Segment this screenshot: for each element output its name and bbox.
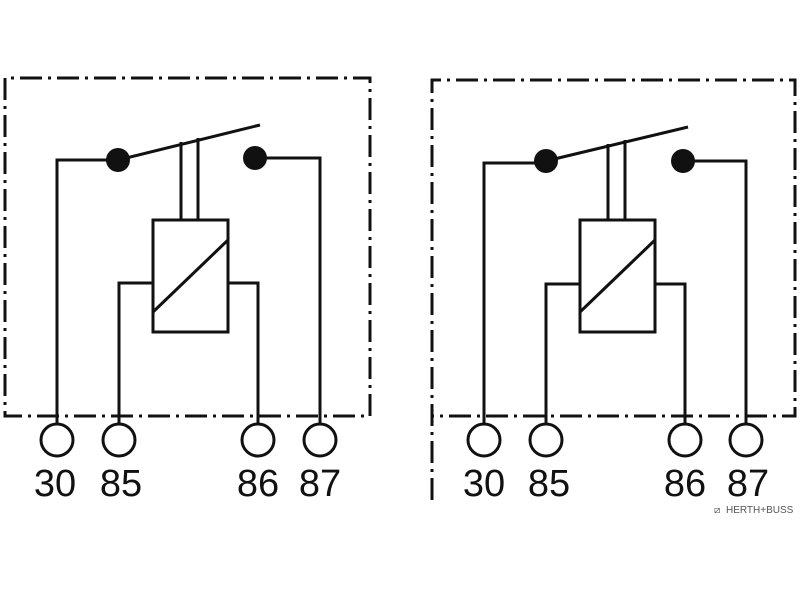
relay-1-normally-open-contact xyxy=(243,146,267,170)
relay-1-housing-outline xyxy=(3,76,372,418)
relay-diagram-2: 30 85 86 87 xyxy=(430,78,797,505)
relay-2-pin-85-label: 85 xyxy=(528,463,570,505)
relay-2-coil-diagonal xyxy=(578,238,657,314)
relay-1-pin-30-label: 30 xyxy=(34,463,76,505)
relay-2-pin-30-terminal xyxy=(466,422,502,458)
relay-2-pin-86-label: 86 xyxy=(664,463,706,505)
relay-1-wire-pin-86 xyxy=(228,281,260,425)
brand-watermark: ⧄ HERTH+BUSS xyxy=(714,505,794,516)
relay-2-housing-outline xyxy=(430,78,797,500)
relay-1-wire-pin-87 xyxy=(255,156,322,425)
relay-diagram-1: 30 85 86 87 xyxy=(3,76,372,505)
relay-1-coil-diagonal xyxy=(151,238,230,314)
relay-1-switch-arm xyxy=(117,123,261,162)
relay-1-pin-85-terminal xyxy=(101,422,137,458)
relay-1-pin-30-terminal xyxy=(39,422,75,458)
relay-2-common-contact xyxy=(534,149,558,173)
relay-1-actuator-link xyxy=(179,138,200,220)
relay-1-wire-pin-30 xyxy=(55,158,120,425)
relay-1-pin-86-label: 86 xyxy=(237,463,279,505)
relay-1-common-contact xyxy=(106,148,130,172)
relay-2-pin-86-terminal xyxy=(667,422,703,458)
relay-2-pin-85-terminal xyxy=(528,422,564,458)
relay-2-wire-pin-86 xyxy=(655,282,687,425)
relay-2-normally-open-contact xyxy=(671,149,695,173)
relay-1-pin-86-terminal xyxy=(240,422,276,458)
relay-1-wire-pin-85 xyxy=(117,281,153,425)
relay-1-pin-85-label: 85 xyxy=(100,463,142,505)
watermark-icon: ⧄ xyxy=(714,505,720,516)
relay-2-actuator-link xyxy=(606,140,627,220)
relay-2-wire-pin-30 xyxy=(482,161,546,425)
relay-1-pin-87-label: 87 xyxy=(299,463,341,505)
relay-2-switch-arm xyxy=(545,125,689,163)
relay-2-pin-87-label: 87 xyxy=(727,463,769,505)
watermark-text: HERTH+BUSS xyxy=(726,505,794,516)
relay-2-wire-pin-85 xyxy=(544,282,580,425)
relay-2-pin-30-label: 30 xyxy=(463,463,505,505)
relay-2-pin-87-terminal xyxy=(728,422,764,458)
relay-1-pin-87-terminal xyxy=(302,422,338,458)
relay-2-wire-pin-87 xyxy=(683,159,748,425)
